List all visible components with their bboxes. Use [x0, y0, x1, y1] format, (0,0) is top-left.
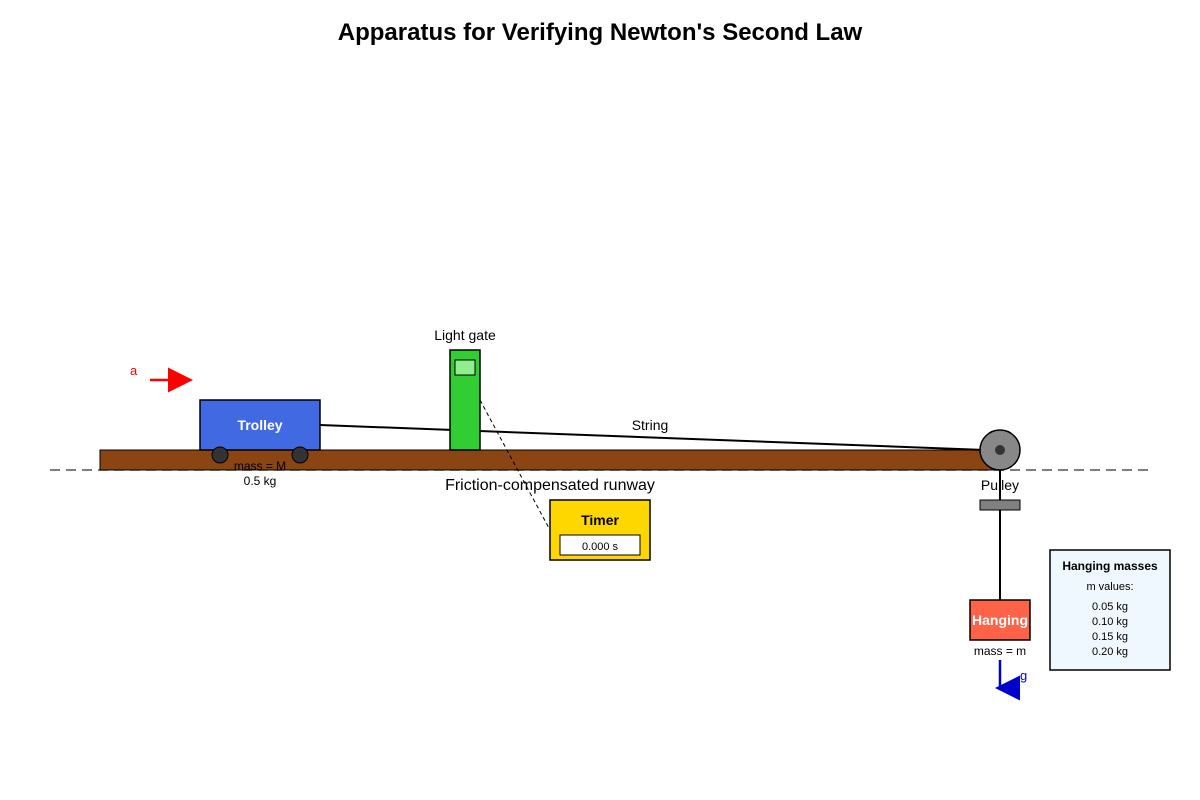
trolley-wheel-left	[211, 446, 229, 464]
hanging-masses-panel: Hanging masses m values: 0.05 kg 0.10 kg…	[1049, 549, 1171, 671]
pulley: Pulley	[979, 429, 1021, 511]
trolley-mass-label: mass = M	[234, 459, 286, 473]
timer: Timer 0.000 s	[549, 499, 651, 561]
timer-cable	[479, 399, 551, 531]
string	[319, 424, 986, 451]
hanging-mass-body	[969, 599, 1031, 641]
light-gate: Light gate	[434, 327, 496, 451]
acceleration-label: a	[130, 363, 138, 378]
panel-mass-value: 0.15 kg	[1092, 631, 1128, 643]
trolley-label: Trolley	[237, 417, 282, 433]
timer-label: Timer	[581, 512, 619, 528]
hanging-mass: Hanging mass = m	[969, 599, 1031, 658]
panel-subtitle: m values:	[1086, 581, 1133, 593]
pulley-label: Pulley	[981, 477, 1019, 493]
panel-title: Hanging masses	[1062, 559, 1158, 573]
panel-box	[1049, 549, 1171, 671]
pulley-axle	[995, 445, 1005, 455]
panel-mass-value: 0.05 kg	[1092, 601, 1128, 613]
trolley-mass-value: 0.5 kg	[244, 474, 277, 488]
hanging-mass-label: Hanging	[972, 612, 1028, 628]
runway-label: Friction-compensated runway	[445, 477, 655, 494]
light-gate-label: Light gate	[434, 327, 496, 343]
timer-reading: 0.000 s	[582, 541, 619, 553]
gravity-label: g	[1020, 668, 1027, 683]
panel-mass-value: 0.10 kg	[1092, 616, 1128, 628]
string-label: String	[632, 417, 669, 433]
timer-display	[559, 534, 641, 556]
hanging-mass-mass-label: mass = m	[974, 644, 1026, 658]
trolley-wheel-right	[291, 446, 309, 464]
diagram-title: Apparatus for Verifying Newton's Second …	[338, 19, 863, 46]
pulley-clamp	[979, 499, 1021, 511]
trolley-body	[199, 399, 321, 451]
trolley: Trolley mass = M 0.5 kg	[199, 399, 321, 488]
light-gate-window	[454, 359, 476, 376]
panel-mass-value: 0.20 kg	[1092, 646, 1128, 658]
